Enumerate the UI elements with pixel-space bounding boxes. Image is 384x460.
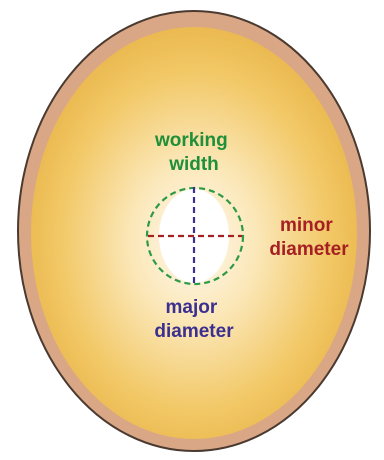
minor-diameter-label-line1: minor [280, 215, 333, 236]
working-width-label-line1: working [154, 130, 228, 151]
major-diameter-label-line1: major [165, 297, 217, 318]
working-width-label-line2: width [168, 154, 219, 175]
major-diameter-label-line2: diameter [154, 321, 234, 342]
minor-diameter-label-line2: diameter [269, 239, 349, 260]
